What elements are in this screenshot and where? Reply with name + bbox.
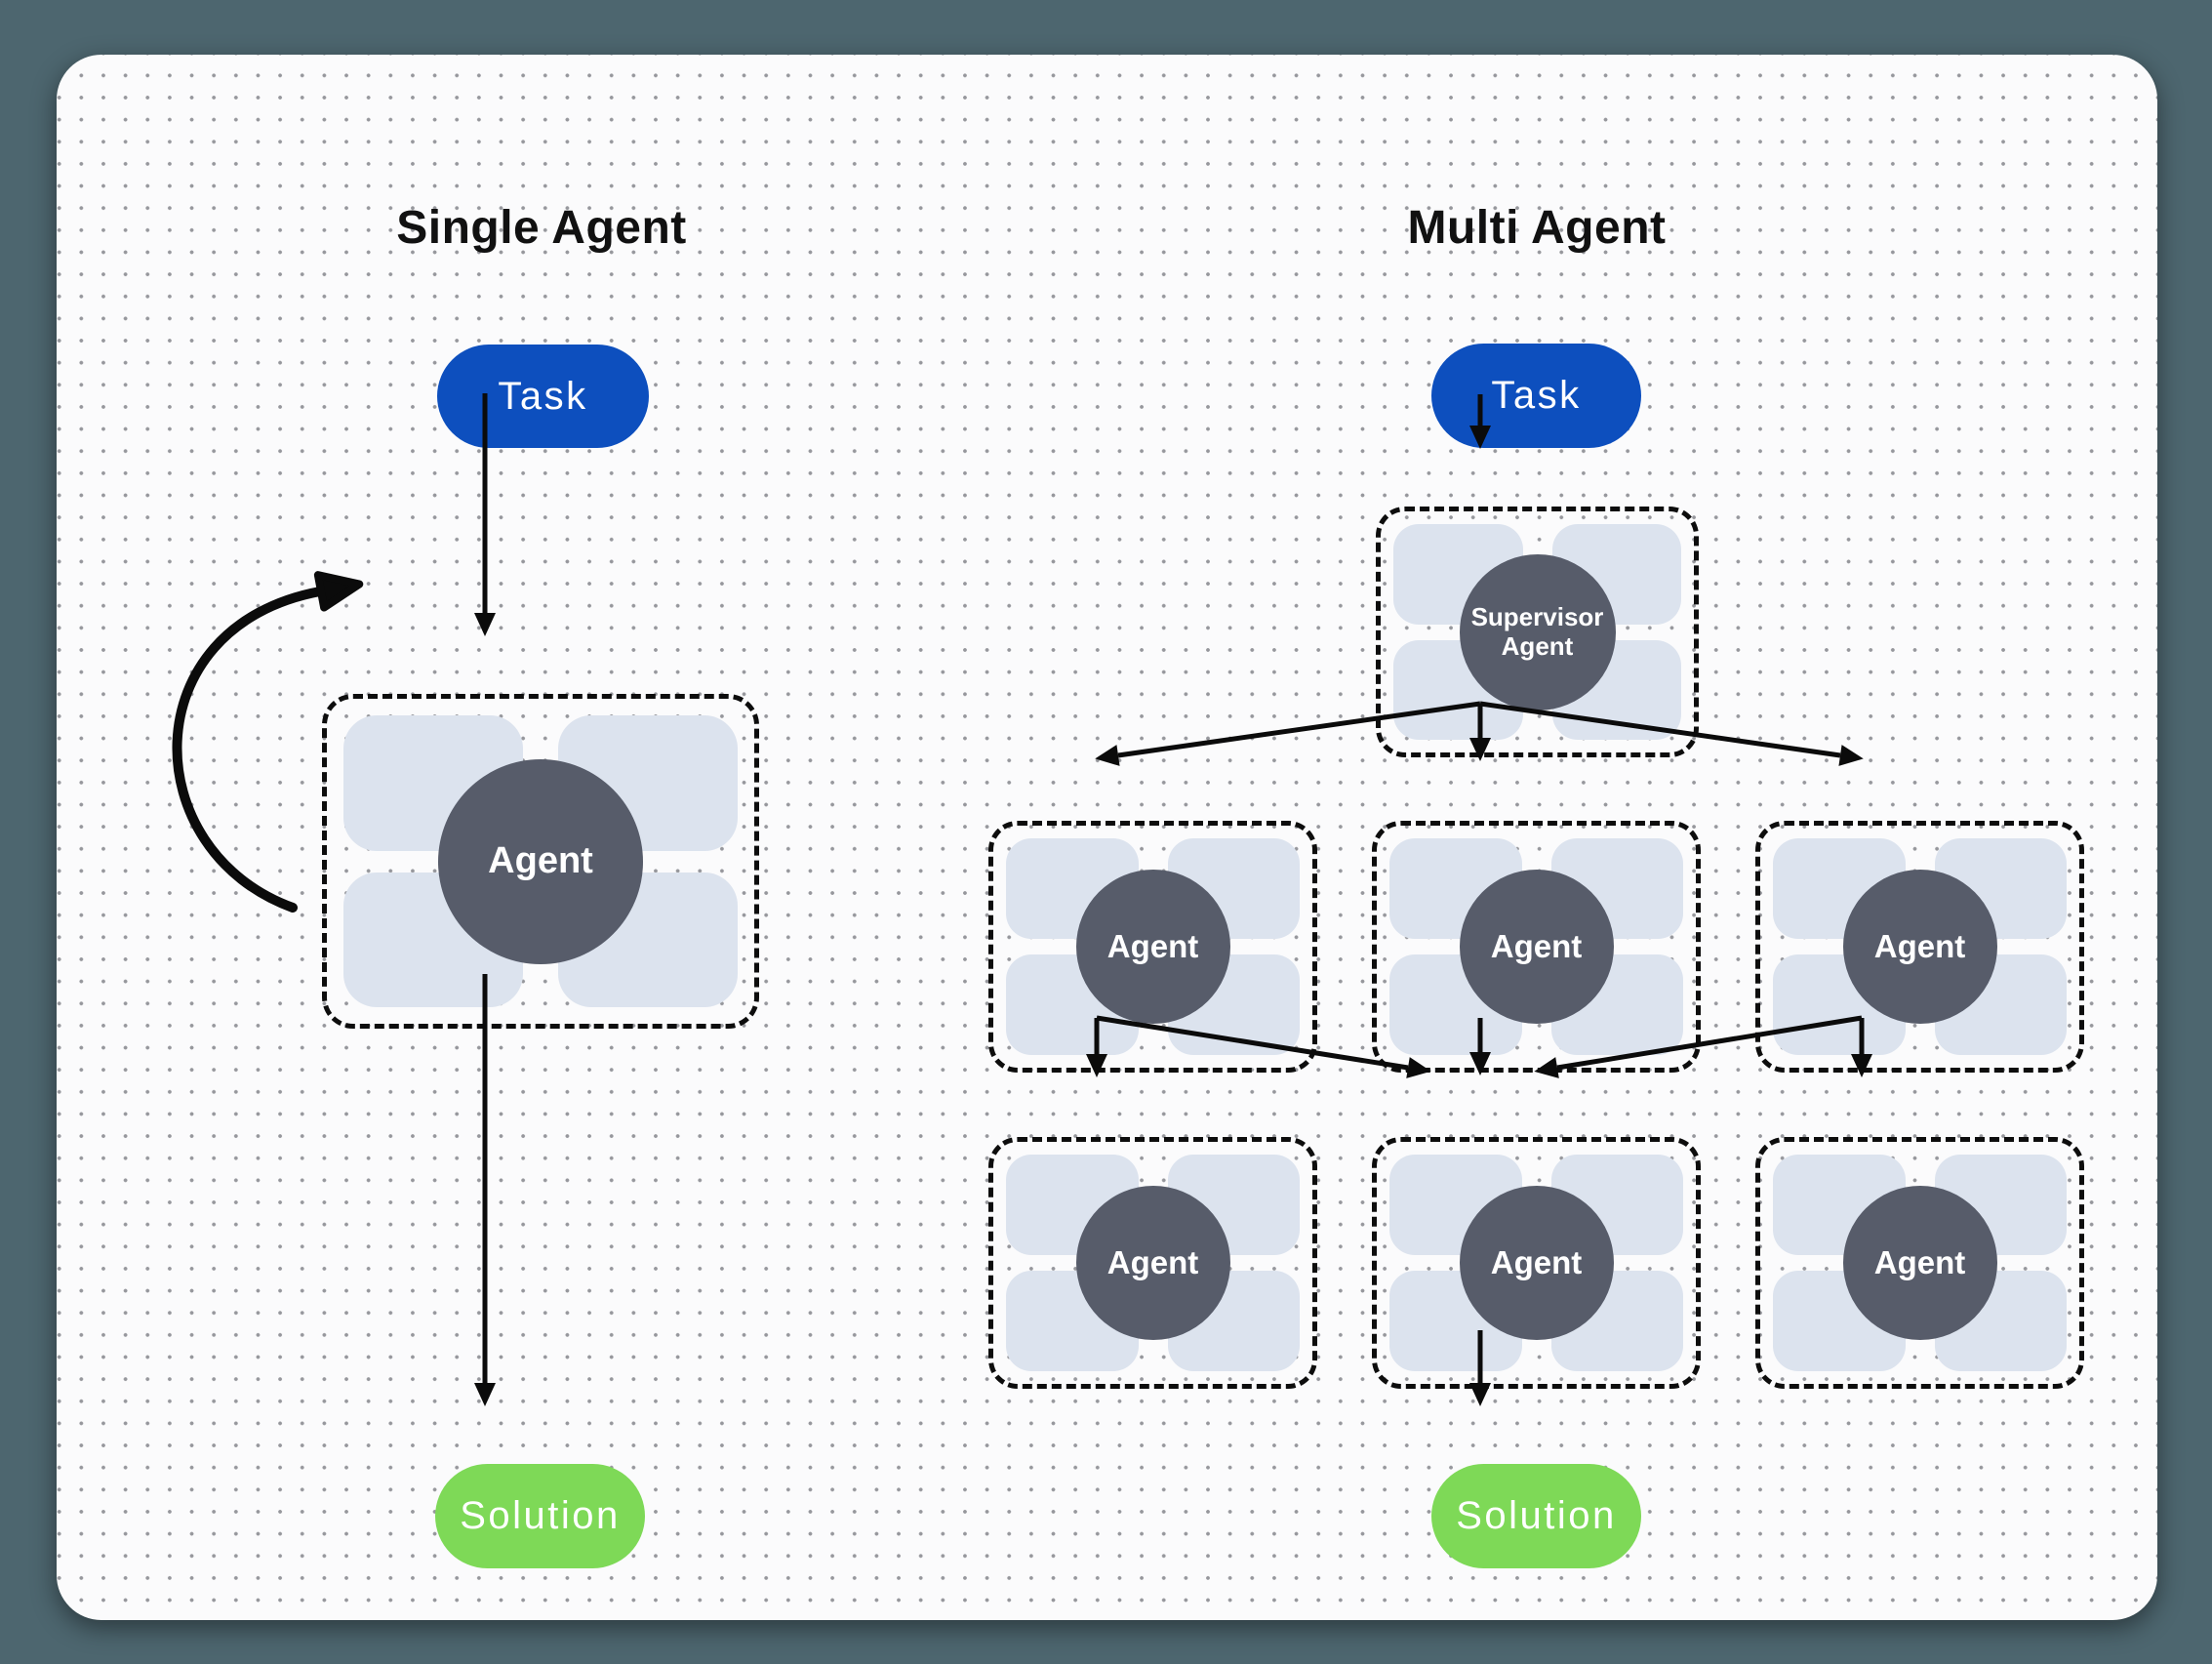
- agent-circle: Agent: [1075, 870, 1230, 1024]
- task-label: Task: [1491, 374, 1582, 417]
- agent-circle-single: Agent: [438, 758, 643, 964]
- solution-node-multi: Solution: [1431, 1464, 1641, 1568]
- task-label: Task: [498, 374, 588, 418]
- solution-node-single: Solution: [435, 1464, 645, 1568]
- agent-label: Agent: [488, 840, 593, 881]
- agent-circle: Agent: [1842, 1186, 1997, 1340]
- task-node-multi: Task: [1431, 344, 1641, 448]
- agent-box-row2-middle: Agent: [1372, 1137, 1701, 1389]
- agent-circle: Agent: [1459, 870, 1614, 1024]
- agent-label: Agent: [1106, 1244, 1199, 1280]
- agent-circle: Agent: [1842, 870, 1997, 1024]
- supervisor-agent-box: Supervisor Agent: [1376, 507, 1699, 757]
- agent-label: Agent: [1873, 1244, 1966, 1280]
- multi-agent-title: Multi Agent: [1407, 202, 1667, 254]
- agent-box-row1-left: Agent: [988, 821, 1317, 1073]
- agent-label: Agent: [1490, 1244, 1583, 1280]
- agent-circle: Agent: [1075, 1186, 1230, 1340]
- single-agent-title: Single Agent: [396, 202, 687, 254]
- solution-label: Solution: [1456, 1494, 1617, 1537]
- task-node-single: Task: [437, 345, 649, 448]
- agent-label: Agent: [1106, 928, 1199, 964]
- agent-box-row2-right: Agent: [1755, 1137, 2084, 1389]
- solution-label: Solution: [460, 1494, 621, 1537]
- supervisor-agent-label: Supervisor Agent: [1470, 601, 1604, 661]
- agent-label: Agent: [1490, 928, 1583, 964]
- diagram-canvas: Single Agent Multi Agent Task Agent Solu…: [57, 55, 2157, 1620]
- agent-box-row2-left: Agent: [988, 1137, 1317, 1389]
- agent-circle: Agent: [1459, 1186, 1614, 1340]
- supervisor-agent-circle: Supervisor Agent: [1459, 553, 1616, 710]
- agent-box-row1-middle: Agent: [1372, 821, 1701, 1073]
- agent-box-row1-right: Agent: [1755, 821, 2084, 1073]
- agent-label: Agent: [1873, 928, 1966, 964]
- agent-box-single: Agent: [322, 694, 759, 1029]
